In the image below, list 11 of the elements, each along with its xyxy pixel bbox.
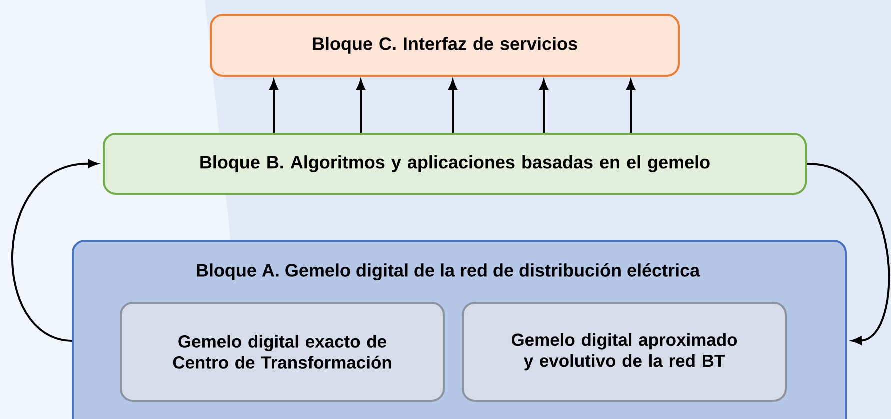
arrow <box>12 160 98 342</box>
inner-box: Gemelo digital aproximado y evolutivo de la red BT <box>462 302 787 402</box>
arrow <box>448 80 458 133</box>
arrow <box>540 80 548 133</box>
arrow <box>356 80 366 133</box>
service-box: Bloque C. Interfaz de servicios <box>210 14 680 77</box>
inner-box: Gemelo digital exacto de Centro de Transformación <box>120 302 445 402</box>
arrow <box>270 80 278 133</box>
algorithm-box: Bloque B. Algoritmos y aplicaciones basadas en el gemelo <box>103 133 807 195</box>
arrow <box>626 80 636 133</box>
arrow <box>806 163 890 345</box>
